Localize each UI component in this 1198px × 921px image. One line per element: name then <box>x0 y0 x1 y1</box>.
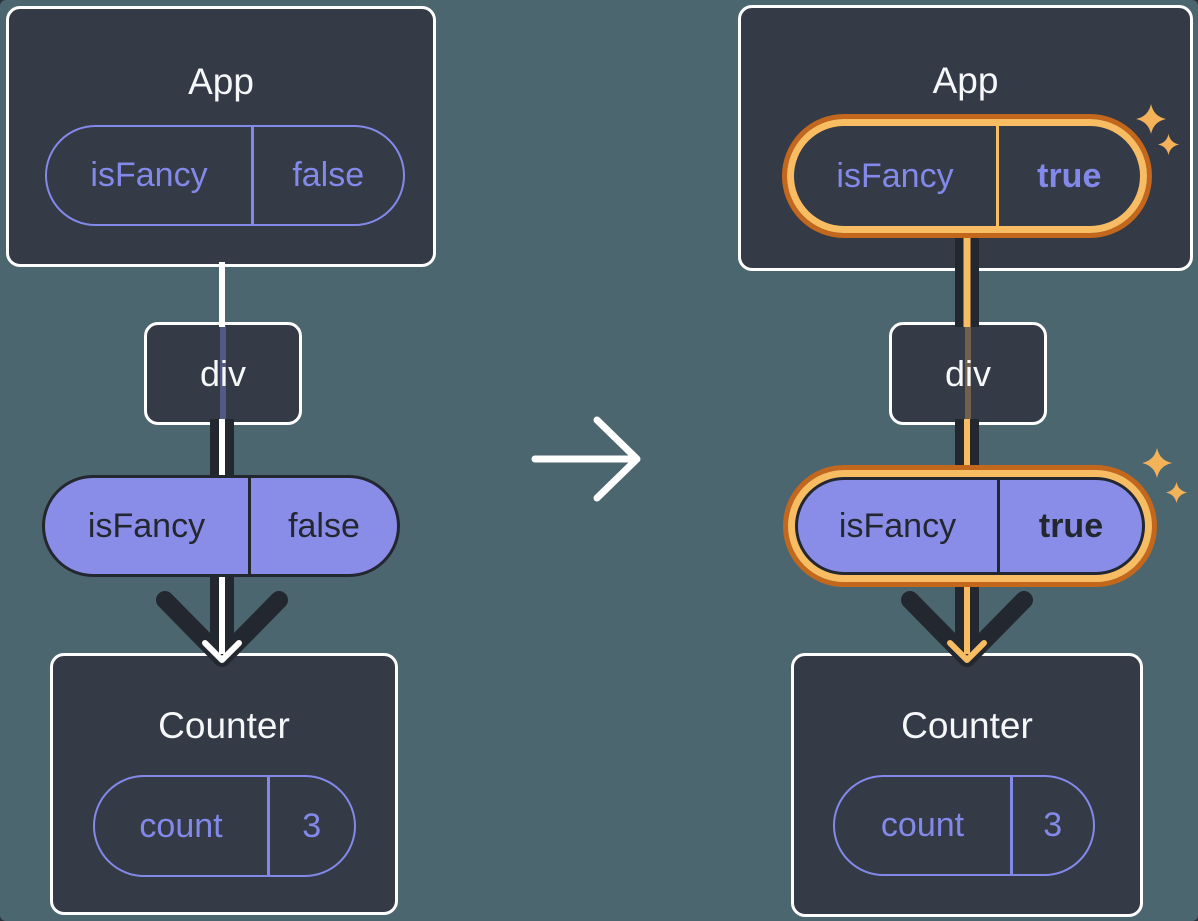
state-value: 3 <box>302 806 322 845</box>
state-name: isFancy <box>90 156 208 194</box>
prop-name: isFancy <box>838 506 957 545</box>
after-counter-state-pill: count 3 <box>833 775 1095 876</box>
sparkle-4-point-icon <box>1136 104 1166 134</box>
after-app-title: App <box>932 60 999 101</box>
pill-divider <box>996 126 999 226</box>
sparkle-4-point-icon <box>1142 448 1172 478</box>
state-value: false <box>292 156 365 194</box>
pill-divider <box>267 777 270 875</box>
before-app-state-pill: isFancy false <box>45 125 405 226</box>
pass-through-line <box>965 325 971 422</box>
prop-value: false <box>288 506 360 545</box>
pill-divider <box>997 480 1000 572</box>
sparkle-4-point-icon <box>1166 482 1187 503</box>
before-prop-pill: isFancy false <box>42 475 400 577</box>
state-name: isFancy <box>836 156 954 195</box>
before-counter-state-pill: count 3 <box>93 775 356 877</box>
after-prop-pill-highlighted: isFancy true <box>783 465 1157 587</box>
state-name: count <box>880 806 965 844</box>
before-app-box: App isFancy false <box>6 6 436 267</box>
after-div-box: div <box>889 322 1047 425</box>
after-app-state-pill-highlighted: isFancy true <box>782 114 1152 238</box>
before-app-title: App <box>188 61 254 102</box>
pill-divider <box>251 127 254 224</box>
before-div-box: div <box>144 322 302 425</box>
pill-divider <box>248 478 251 574</box>
after-counter-box: Counter count 3 <box>791 653 1143 917</box>
prop-value: true <box>1038 506 1104 545</box>
state-name: count <box>139 806 223 845</box>
before-counter-box: Counter count 3 <box>50 653 398 915</box>
sparkle-4-point-icon <box>1158 134 1179 155</box>
before-div-title: div <box>199 352 247 394</box>
pass-through-line <box>220 325 226 422</box>
prop-name: isFancy <box>87 506 206 545</box>
state-value: 3 <box>1043 806 1063 844</box>
after-div-title: div <box>944 352 992 394</box>
before-counter-title: Counter <box>158 705 290 746</box>
pill-divider <box>1010 777 1013 874</box>
after-counter-title: Counter <box>901 705 1033 746</box>
state-value: true <box>1037 156 1102 195</box>
